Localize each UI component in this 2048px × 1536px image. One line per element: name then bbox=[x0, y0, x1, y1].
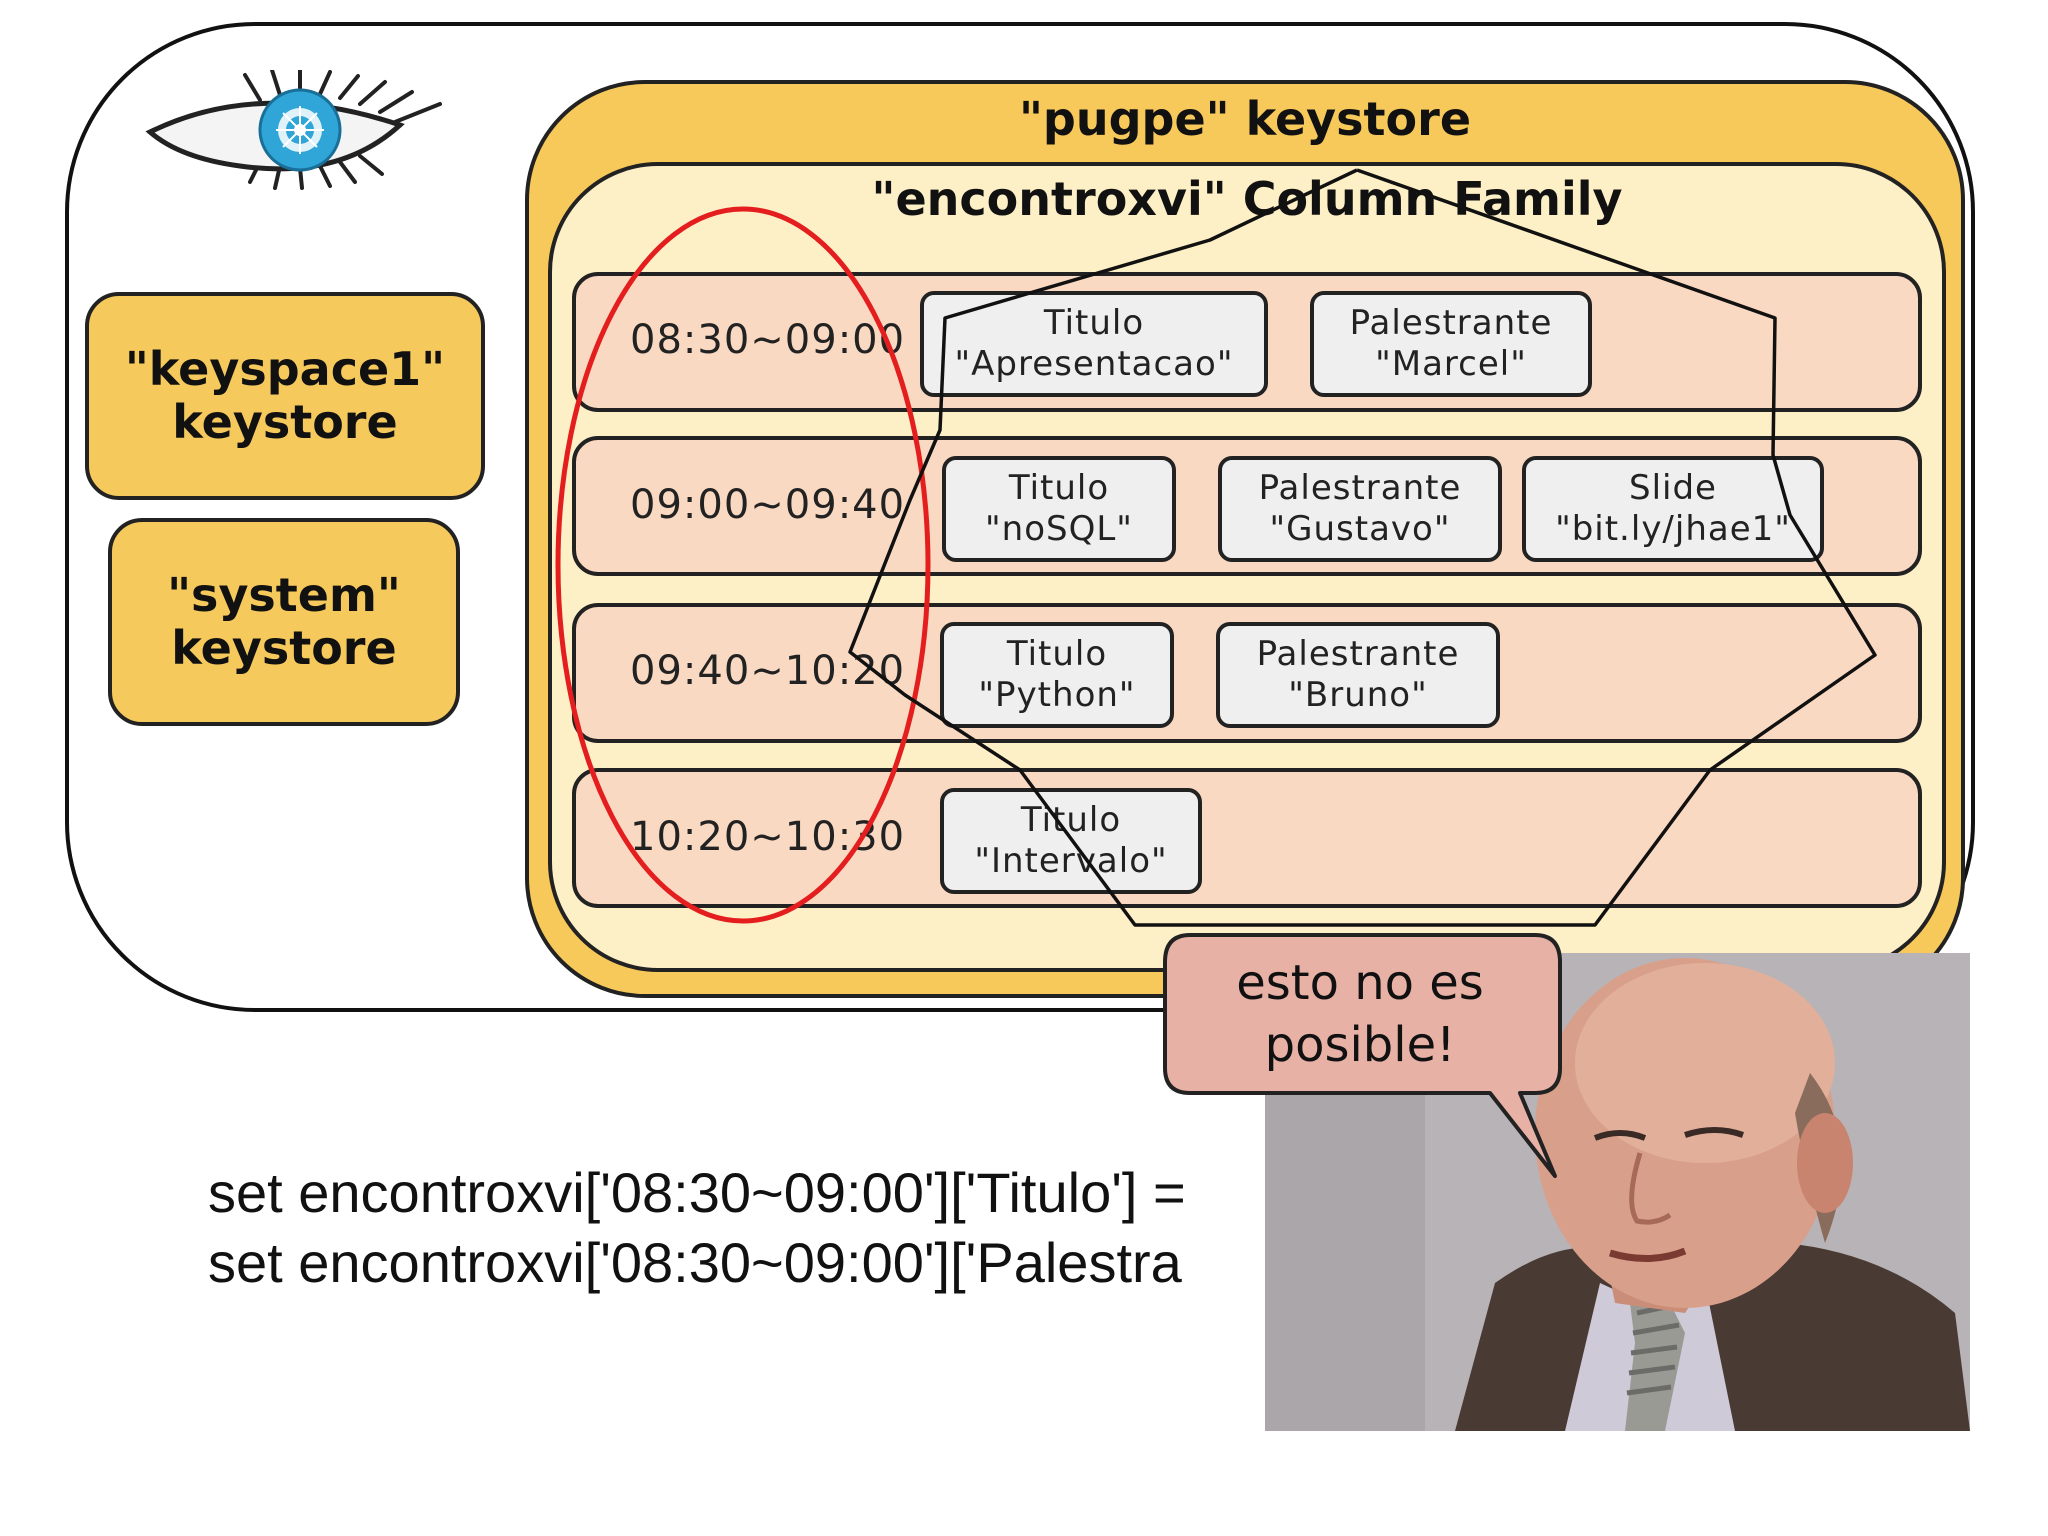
row-key: 10:20~10:30 bbox=[630, 814, 906, 860]
column-value: "Gustavo" bbox=[1269, 509, 1451, 549]
speech-bubble-line: esto no es bbox=[1236, 955, 1484, 1011]
pugpe-keystore-title: "pugpe" keystore bbox=[1018, 92, 1472, 146]
system-keystore-label: keystore bbox=[171, 621, 397, 675]
keyspace1-keystore-label: keystore bbox=[172, 395, 398, 449]
column-name: Palestrante bbox=[1256, 634, 1460, 675]
speech-bubble-line: posible! bbox=[1264, 1017, 1456, 1074]
column-name: Palestrante bbox=[1258, 468, 1462, 509]
row-key: 09:40~10:20 bbox=[630, 648, 906, 694]
column-value: "Bruno" bbox=[1288, 675, 1428, 715]
column-cell: Slide "bit.ly/jhae1" bbox=[1522, 456, 1824, 562]
speech-bubble-text: esto no es posible! bbox=[1165, 952, 1555, 1077]
column-name: Titulo bbox=[1008, 468, 1110, 509]
code-line: set encontroxvi['08:30~09:00']['Palestra bbox=[208, 1231, 1182, 1294]
column-name: Slide bbox=[1629, 468, 1717, 509]
column-cell: Titulo "noSQL" bbox=[942, 456, 1176, 562]
column-value: "Marcel" bbox=[1375, 344, 1527, 384]
keyspace1-keystore: "keyspace1" keystore bbox=[85, 292, 485, 500]
column-name: Palestrante bbox=[1349, 303, 1553, 344]
system-keystore-name: "system" bbox=[167, 568, 401, 623]
highlight-ellipse bbox=[555, 206, 931, 924]
keyspace1-keystore-name: "keyspace1" bbox=[124, 342, 446, 397]
column-cell: Palestrante "Marcel" bbox=[1310, 291, 1592, 397]
column-value: "bit.ly/jhae1" bbox=[1555, 509, 1791, 549]
column-value: "Python" bbox=[978, 675, 1136, 715]
column-cell: Titulo "Python" bbox=[940, 622, 1174, 728]
column-cell: Titulo "Intervalo" bbox=[940, 788, 1202, 894]
column-value: "Apresentacao" bbox=[954, 344, 1234, 384]
column-cell: Palestrante "Bruno" bbox=[1216, 622, 1500, 728]
column-name: Titulo bbox=[1043, 303, 1145, 344]
row-key: 08:30~09:00 bbox=[630, 317, 906, 363]
row-box bbox=[572, 768, 1922, 908]
code-line: set encontroxvi['08:30~09:00']['Titulo']… bbox=[208, 1161, 1186, 1224]
row-key: 09:00~09:40 bbox=[630, 482, 906, 528]
hand-drawn-polygon bbox=[848, 168, 1877, 927]
column-value: "Intervalo" bbox=[974, 841, 1168, 881]
column-family-title: "encontroxvi" Column Family bbox=[871, 172, 1623, 226]
system-keystore: "system" keystore bbox=[108, 518, 460, 726]
cassandra-eye-icon bbox=[145, 70, 442, 190]
column-cell: Palestrante "Gustavo" bbox=[1218, 456, 1502, 562]
column-name: Titulo bbox=[1006, 634, 1108, 675]
column-value: "noSQL" bbox=[985, 509, 1133, 549]
column-name: Titulo bbox=[1020, 800, 1122, 841]
